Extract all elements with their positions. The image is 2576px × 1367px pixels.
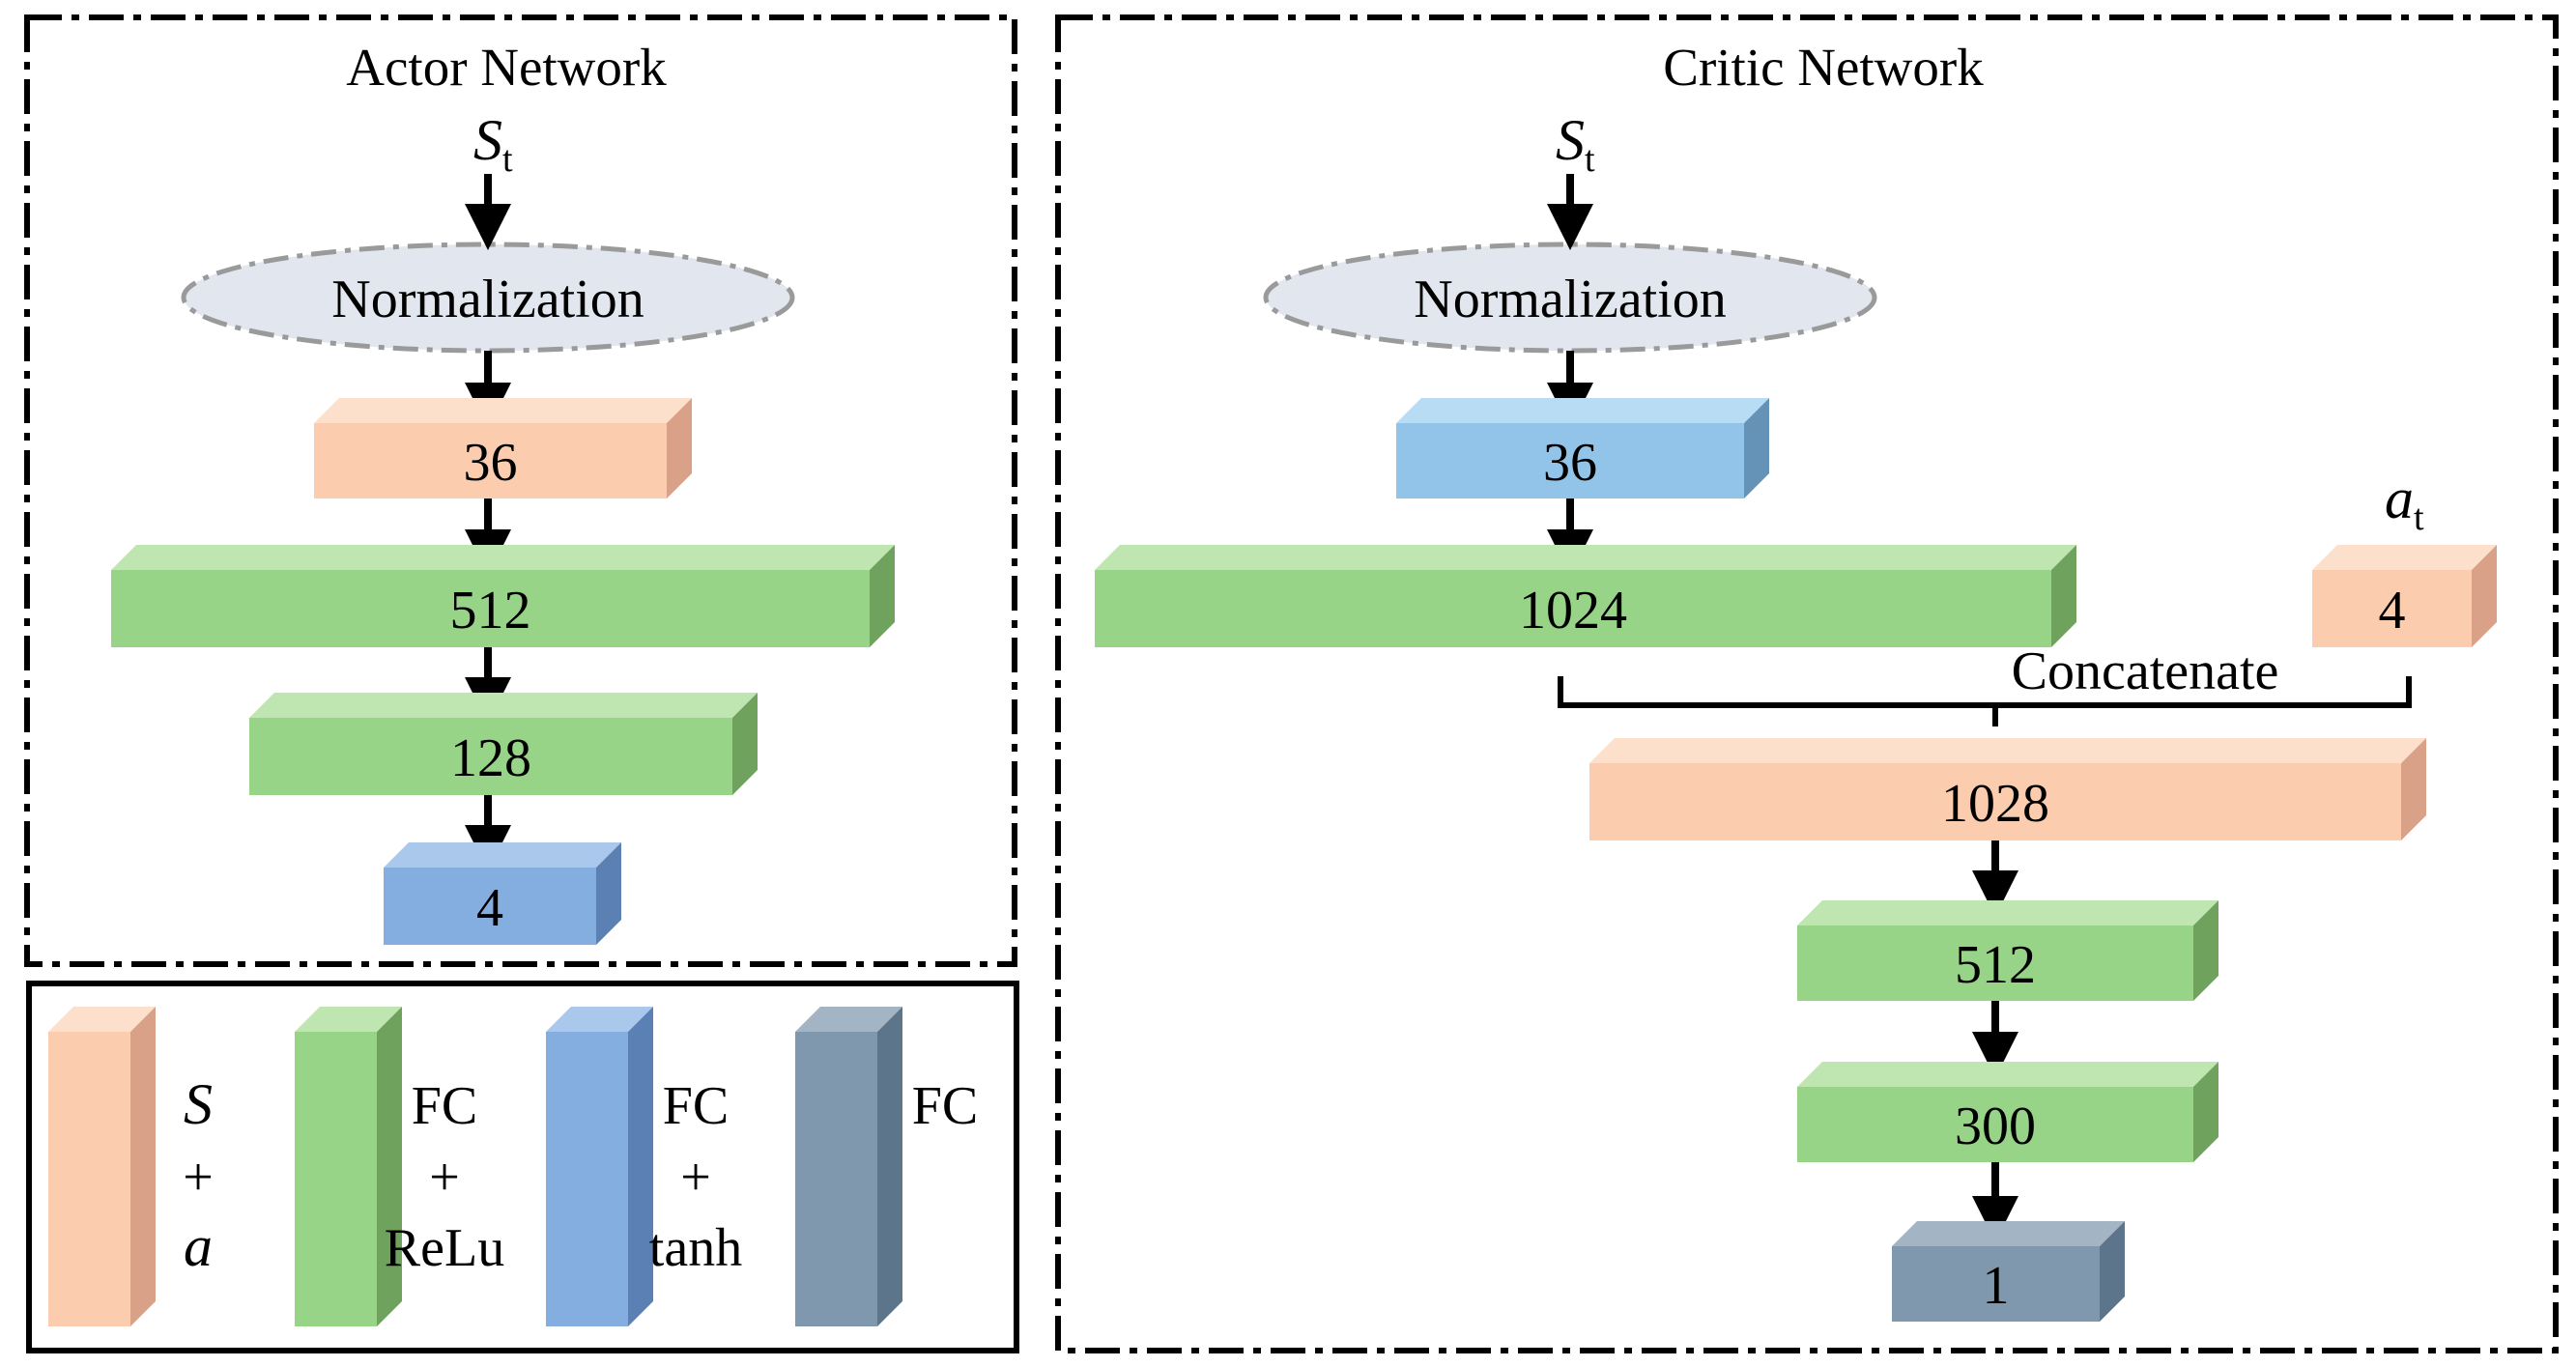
- legend-item-0-line-1: +: [183, 1148, 214, 1208]
- critic-panel-border: [1055, 14, 2559, 1353]
- critic-layer-1028-block-3-front: [1589, 763, 2401, 840]
- actor-layer-128-block-front: [249, 718, 732, 795]
- legend-item-1-line-1: +: [429, 1148, 460, 1208]
- actor-layer-512-block-front: [111, 570, 870, 647]
- critic-layer-1024-block-1-front: [1095, 570, 2051, 647]
- legend-item-1-swatch-top: [295, 1007, 402, 1032]
- critic-layer-1-block-6-side: [2100, 1221, 2125, 1322]
- critic-arrows: [1547, 174, 2018, 1242]
- legend-item-2-swatch: [546, 1007, 653, 1326]
- actor-layer-4-block: 4: [384, 842, 621, 945]
- critic-layer-36-block-0-side: [1744, 398, 1769, 498]
- critic-layer-1028-block-3: 1028: [1589, 738, 2426, 840]
- actor-layer-128-block: 128: [249, 693, 758, 795]
- actor-layer-128-block-side: [732, 693, 758, 795]
- legend-item-3-swatch-front: [795, 1032, 877, 1326]
- critic-layer-300-block-5-front: [1797, 1087, 2193, 1162]
- critic-layer-4-block-2-label: 4: [2379, 581, 2406, 641]
- legend-item-3-swatch: [795, 1007, 902, 1326]
- critic-title: Critic Network: [1663, 38, 1984, 97]
- actor-state-input: St: [473, 108, 513, 180]
- concatenate-label: Concatenate: [2012, 641, 2279, 701]
- critic-layer-512-block-4: 512: [1797, 900, 2218, 1001]
- actor-layer-36-block-label: 36: [464, 433, 518, 493]
- actor-normalization-ellipse: [181, 242, 795, 354]
- legend-item-3-swatch-side: [877, 1007, 902, 1326]
- critic-state-input: St: [1556, 108, 1595, 180]
- legend-item-0-swatch-side: [130, 1007, 156, 1326]
- actor-title: Actor Network: [346, 38, 667, 97]
- legend-item-1-line-0: FC: [412, 1076, 478, 1136]
- critic-layer-1028-block-3-side: [2401, 738, 2426, 840]
- actor-layer-36-block: 36: [314, 398, 692, 498]
- critic-layer-36-block-0-top: [1396, 398, 1769, 423]
- legend-item-2-swatch-front: [546, 1032, 628, 1326]
- critic-layer-4-block-2: 4: [2312, 545, 2497, 647]
- critic-layer-1024-block-1: 1024: [1095, 545, 2076, 647]
- critic-layer-1-block-6-front: [1892, 1246, 2100, 1322]
- legend-panel-border: [26, 981, 1019, 1353]
- legend-item-0-swatch: [48, 1007, 156, 1326]
- critic-layer-4-block-2-side: [2472, 545, 2497, 647]
- actor-layer-4-block-label: 4: [476, 878, 503, 938]
- actor-normalization-label: Normalization: [331, 270, 644, 329]
- critic-layer-512-block-4-side: [2193, 900, 2218, 1001]
- critic-layer-1024-block-1-label: 1024: [1519, 581, 1627, 641]
- actor-layer-512-block-side: [870, 545, 895, 647]
- critic-action-input: at: [2385, 467, 2424, 538]
- actor-layer-4-block-top: [384, 842, 621, 868]
- actor-layer-512-block-top: [111, 545, 895, 570]
- critic-normalization-ellipse: [1263, 242, 1877, 354]
- actor-layer-36-block-top: [314, 398, 692, 423]
- legend-item-3-line-0: FC: [912, 1076, 979, 1136]
- legend-item-1-line-2: ReLu: [385, 1218, 504, 1278]
- actor-layer-36-block-front: [314, 423, 667, 498]
- concatenate-brace: [1558, 676, 2412, 726]
- legend-item-1-swatch: [295, 1007, 402, 1326]
- critic-layer-1-block-6: 1: [1892, 1221, 2125, 1322]
- critic-layer-512-block-4-label: 512: [1955, 935, 2036, 995]
- actor-layer-4-block-side: [596, 842, 621, 945]
- actor-layer-512-block-label: 512: [450, 581, 531, 641]
- critic-layer-512-block-4-front: [1797, 926, 2193, 1001]
- legend-item-1-swatch-side: [377, 1007, 402, 1326]
- critic-layer-1028-block-3-top: [1589, 738, 2426, 763]
- critic-layer-1028-block-3-label: 1028: [1941, 774, 2049, 834]
- actor-layer-128-block-label: 128: [450, 728, 531, 788]
- critic-layer-1024-block-1-side: [2051, 545, 2076, 647]
- critic-layer-36-block-0: 36: [1396, 398, 1769, 498]
- critic-normalization-label: Normalization: [1414, 270, 1726, 329]
- legend-item-1-swatch-front: [295, 1032, 377, 1326]
- critic-layer-300-block-5-label: 300: [1955, 1096, 2036, 1156]
- critic-layer-300-block-5: 300: [1797, 1062, 2218, 1162]
- legend-item-2-line-0: FC: [663, 1076, 730, 1136]
- critic-layer-300-block-5-side: [2193, 1062, 2218, 1162]
- legend-item-0-swatch-top: [48, 1007, 156, 1032]
- actor-layer-36-block-side: [667, 398, 692, 498]
- critic-layer-1-block-6-top: [1892, 1221, 2125, 1246]
- actor-layer-512-block: 512: [111, 545, 895, 647]
- actor-layer-128-block-top: [249, 693, 758, 718]
- legend-item-3-swatch-top: [795, 1007, 902, 1032]
- critic-layer-1-block-6-label: 1: [1983, 1256, 2010, 1316]
- critic-layer-1024-block-1-top: [1095, 545, 2076, 570]
- critic-layer-4-block-2-front: [2312, 570, 2472, 647]
- legend-item-2-swatch-side: [628, 1007, 653, 1326]
- legend-item-2-swatch-top: [546, 1007, 653, 1032]
- actor-panel-border: [24, 14, 1017, 967]
- critic-layer-36-block-0-label: 36: [1543, 433, 1597, 493]
- critic-layer-4-block-2-top: [2312, 545, 2497, 570]
- legend-item-0-line-0: S: [184, 1072, 213, 1136]
- critic-layer-512-block-4-top: [1797, 900, 2218, 926]
- actor-layer-4-block-front: [384, 868, 596, 945]
- legend-item-2-line-1: +: [680, 1148, 711, 1208]
- legend-item-2-line-2: tanh: [649, 1218, 742, 1278]
- legend-item-0-line-2: a: [184, 1214, 213, 1278]
- critic-layer-36-block-0-front: [1396, 423, 1744, 498]
- legend-item-0-swatch-front: [48, 1032, 130, 1326]
- critic-layer-300-block-5-top: [1797, 1062, 2218, 1087]
